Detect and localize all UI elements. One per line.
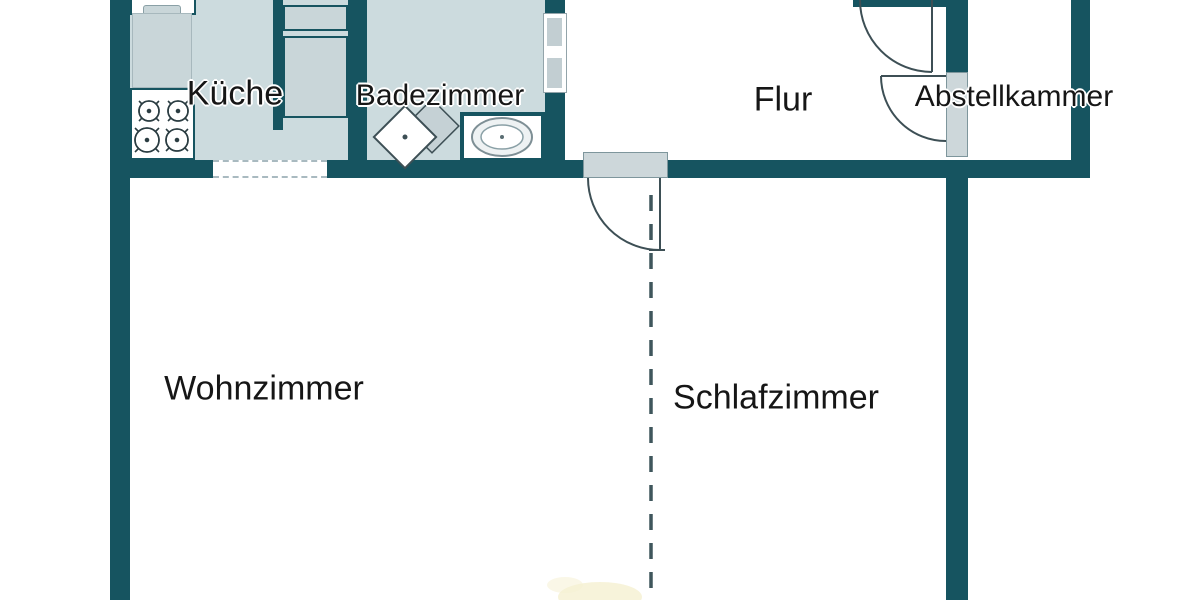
room-label-kueche: Küche — [186, 74, 284, 113]
bathroom-door — [543, 13, 567, 93]
kitchen-appliance-box — [283, 36, 348, 118]
washbasin-box — [460, 112, 545, 162]
wall-bedroom-right — [946, 178, 968, 600]
floor-blob-small — [547, 577, 583, 593]
bathroom-door-panel — [547, 58, 562, 88]
wall-hall-storage — [946, 0, 968, 72]
kitchen-appliance-box — [283, 5, 348, 31]
wall-right-outer — [1071, 0, 1090, 178]
wall-band-right — [668, 160, 1090, 178]
room-label-wohnzimmer: Wohnzimmer — [164, 369, 364, 408]
hall-room-door — [583, 152, 668, 178]
bathroom-door-panel — [547, 18, 562, 46]
room-label-flur: Flur — [753, 80, 813, 119]
hall-door-swing — [587, 177, 665, 251]
wall-top-sliver — [853, 0, 948, 7]
stove-icon — [134, 100, 189, 153]
wall-left-outer — [110, 0, 130, 600]
wall-band-left — [110, 160, 213, 178]
room-label-schlafzimmer: Schlafzimmer — [673, 378, 879, 417]
kitchen-wall-opening — [213, 160, 327, 178]
storage-door — [946, 72, 968, 157]
wall-band-middle — [327, 160, 583, 178]
wall-bathroom-left — [348, 0, 367, 160]
stove-box — [130, 88, 195, 160]
kitchen-counter — [132, 13, 192, 88]
entry-door-swing — [859, 0, 933, 73]
wall-kitchen-stub — [273, 0, 283, 130]
room-label-abstellkammer: Abstellkammer — [914, 80, 1114, 113]
room-label-badezimmer: Badezimmer — [355, 79, 525, 112]
